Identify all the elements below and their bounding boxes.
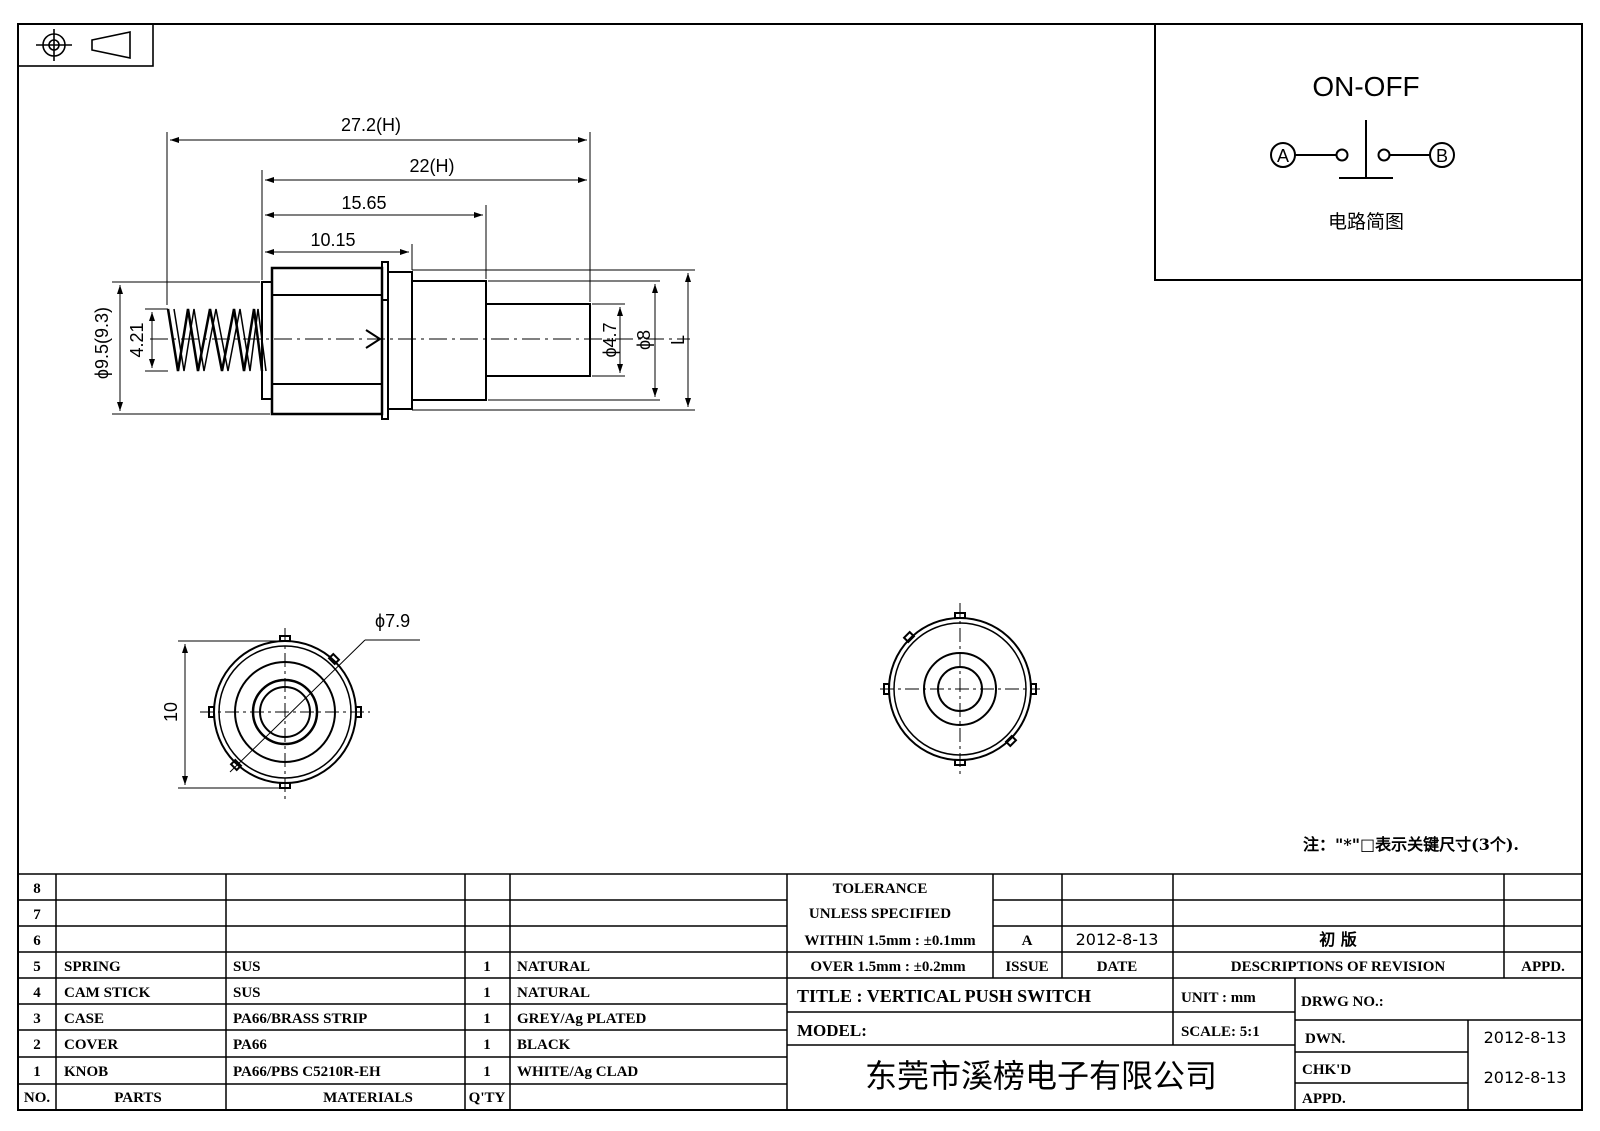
side-view-dimensions [112, 132, 695, 415]
parts-row-material: SUS [233, 959, 261, 975]
title-block-grid [18, 873, 1582, 1110]
parts-row-part: CAM STICK [64, 985, 151, 1001]
dim-spring-inner: 4.21 [127, 322, 147, 357]
scale-label: SCALE: 5:1 [1181, 1024, 1260, 1040]
revision-desc-label: DESCRIPTIONS OF REVISION [1231, 959, 1446, 975]
dim-front-diameter: ϕ7.9 [375, 611, 410, 631]
circuit-caption: 电路简图 [1328, 211, 1404, 233]
tolerance-line: WITHIN 1.5mm : ±0.1mm [804, 933, 976, 949]
sheet-border [17, 23, 1583, 1111]
key-dimension-note: 注："*"□表示关键尺寸(3个). [1303, 835, 1519, 854]
title-block: TITLE : VERTICAL PUSH SWITCH UNIT : mm D… [797, 986, 1566, 1107]
drawing-number-label: DRWG NO.: [1301, 994, 1384, 1010]
parts-header-no: NO. [24, 1090, 51, 1106]
unit-label: UNIT : mm [1181, 990, 1256, 1006]
parts-row-no: 4 [33, 985, 41, 1001]
company-name: 东莞市溪榜电子有限公司 [865, 1057, 1217, 1095]
parts-row-no: 7 [33, 907, 41, 923]
revision-block: A 2012-8-13 初 版 ISSUE DATE DESCRIPTIONS … [1005, 930, 1565, 975]
dim-front-height: 10 [161, 702, 181, 722]
parts-row-material: PA66 [233, 1037, 267, 1053]
parts-row-no: 8 [33, 881, 41, 897]
dim-length-letter: L [668, 335, 688, 345]
spring-icon [166, 308, 267, 372]
dim-length-10: 10.15 [310, 230, 355, 250]
terminal-b-label: B [1436, 146, 1448, 166]
parts-header-parts: PARTS [114, 1090, 162, 1106]
tolerance-line: UNLESS SPECIFIED [809, 906, 951, 922]
parts-row-part: KNOB [64, 1064, 108, 1080]
terminal-a-label: A [1277, 146, 1289, 166]
dim-spring-diameter: ϕ9.5(9.3) [92, 307, 112, 379]
dim-stem-diameter: ϕ4.7 [600, 322, 620, 357]
parts-row-material: SUS [233, 985, 261, 1001]
parts-row-no: 5 [33, 959, 41, 975]
dim-body-length: 22(H) [409, 156, 454, 176]
tolerance-line: OVER 1.5mm : ±0.2mm [810, 959, 966, 975]
parts-row-part: SPRING [64, 959, 121, 975]
parts-row-finish: NATURAL [517, 985, 590, 1001]
chkd-date: 2012-8-13 [1484, 1068, 1567, 1087]
revision-issue: A [1022, 933, 1033, 949]
parts-row-part: CASE [64, 1011, 104, 1027]
parts-row-finish: WHITE/Ag CLAD [517, 1064, 638, 1080]
parts-table: 8 7 6 5 SPRING SUS 1 NATURAL 4 CAM STICK… [24, 881, 647, 1106]
parts-row-finish: BLACK [517, 1037, 571, 1053]
chkd-label: CHK'D [1302, 1062, 1351, 1078]
parts-row-part: COVER [64, 1037, 118, 1053]
dim-length-15: 15.65 [341, 193, 386, 213]
revision-issue-label: ISSUE [1005, 959, 1048, 975]
rear-view [880, 603, 1040, 778]
dwn-date: 2012-8-13 [1484, 1028, 1567, 1047]
drawing-title: TITLE : VERTICAL PUSH SWITCH [797, 986, 1091, 1006]
dim-overall-length: 27.2(H) [341, 115, 401, 135]
terminal-b-icon [1429, 142, 1455, 168]
model-label: MODEL: [797, 1021, 867, 1040]
parts-header-materials: MATERIALS [323, 1090, 413, 1106]
tolerance-line: TOLERANCE [833, 881, 928, 897]
parts-row-qty: 1 [483, 959, 491, 975]
parts-row-material: PA66/PBS C5210R-EH [233, 1064, 381, 1080]
parts-row-finish: GREY/Ag PLATED [517, 1011, 646, 1027]
side-view [150, 261, 690, 420]
parts-header-qty: Q'TY [469, 1090, 506, 1106]
revision-date-label: DATE [1097, 959, 1138, 975]
parts-row-no: 2 [33, 1037, 41, 1053]
circuit-title: ON-OFF [1312, 71, 1419, 102]
parts-row-no: 1 [33, 1064, 41, 1080]
projection-symbol-icon [17, 23, 154, 67]
appd-label: APPD. [1302, 1091, 1346, 1107]
parts-row-qty: 1 [483, 1011, 491, 1027]
dim-body-diameter: ϕ8 [634, 330, 654, 350]
parts-row-finish: NATURAL [517, 959, 590, 975]
parts-row-no: 6 [33, 933, 41, 949]
parts-row-qty: 1 [483, 1064, 491, 1080]
front-view [178, 628, 420, 800]
revision-description: 初 版 [1319, 930, 1357, 949]
tolerance-block: TOLERANCE UNLESS SPECIFIED WITHIN 1.5mm … [804, 881, 976, 975]
parts-row-no: 3 [33, 1011, 41, 1027]
revision-appd-label: APPD. [1521, 959, 1565, 975]
parts-row-qty: 1 [483, 1037, 491, 1053]
dwn-label: DWN. [1305, 1031, 1346, 1047]
parts-row-material: PA66/BRASS STRIP [233, 1011, 367, 1027]
revision-date: 2012-8-13 [1076, 930, 1159, 949]
circuit-diagram: ON-OFF A B 电路简图 [1154, 23, 1583, 281]
parts-row-qty: 1 [483, 985, 491, 1001]
